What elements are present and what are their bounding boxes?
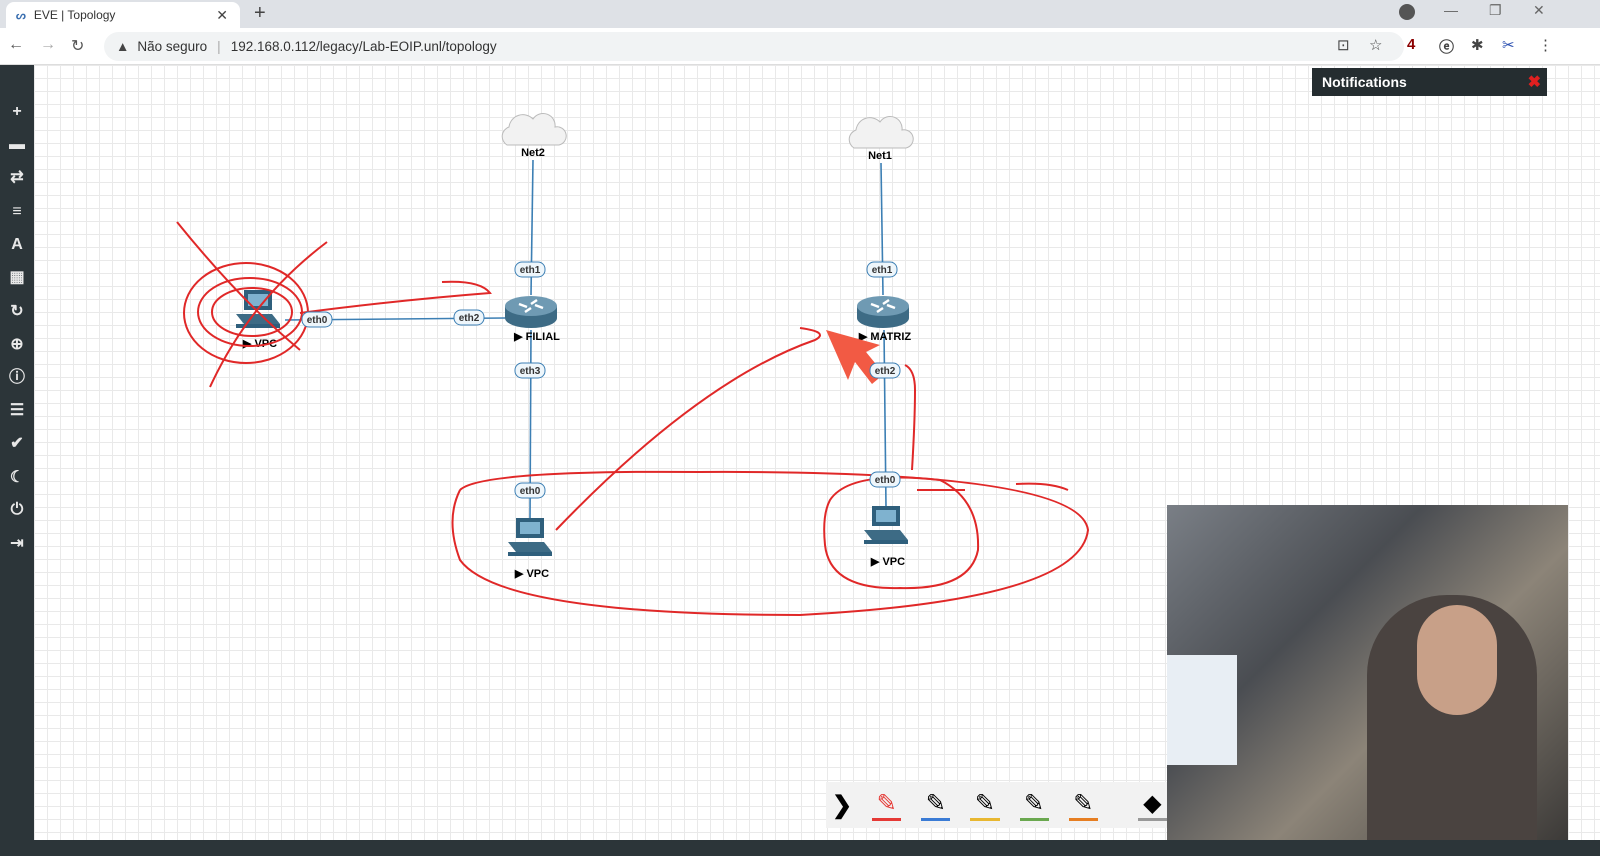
- startup-configs-icon[interactable]: ≡: [12, 203, 22, 220]
- url-input[interactable]: ▲ Não seguro | 192.168.0.112/legacy/Lab-…: [104, 32, 1404, 61]
- add-icon[interactable]: +: [12, 103, 22, 120]
- red-annotations: [176, 221, 1090, 617]
- menu-kebab-icon[interactable]: ⋮: [1538, 37, 1553, 54]
- status-icon[interactable]: ▦: [9, 269, 25, 286]
- node-matriz[interactable]: ▶ MATRIZ: [855, 294, 912, 343]
- node-net1[interactable]: Net1: [848, 115, 914, 162]
- nodes-icon[interactable]: ▬: [9, 136, 25, 153]
- extension-e-icon[interactable]: ⓔ: [1439, 39, 1455, 56]
- browser-tab[interactable]: ᔕ EVE | Topology ✕: [6, 2, 240, 28]
- eve-sidebar: + ▬ ⇄ ≡ A ▦ ↻ ⊕ ⓘ ☰ ✔ ☾ ⏻ ⇥: [0, 65, 34, 856]
- interface-labels: eth1 eth2 eth3 eth0 eth0 eth1 eth2 eth0: [301, 261, 901, 499]
- links: [284, 159, 887, 521]
- reload-icon[interactable]: ↻: [71, 38, 85, 55]
- svg-text:eth3: eth3: [520, 366, 541, 377]
- close-icon[interactable]: ✖: [1527, 74, 1541, 91]
- background-monitor: [1167, 655, 1237, 765]
- minimize-button[interactable]: —: [1444, 2, 1458, 18]
- iface-matriz-eth2: eth2: [869, 362, 901, 379]
- iface-filial-eth1: eth1: [514, 261, 546, 278]
- eve-logo-icon: ᔕ: [16, 9, 26, 22]
- annotation-toolbar: ❯ ✎ ✎ ✎ ✎ ✎ ◆: [826, 782, 1167, 828]
- svg-text:▶ FILIAL: ▶ FILIAL: [513, 331, 560, 343]
- security-label: Não seguro: [137, 39, 208, 54]
- iface-vpc1-eth0: eth0: [301, 311, 333, 328]
- pen-yellow-icon[interactable]: ✎: [970, 789, 1000, 821]
- new-tab-button[interactable]: +: [254, 2, 266, 24]
- address-bar-row: ← → ↻ ▲ Não seguro | 192.168.0.112/legac…: [0, 28, 1600, 65]
- node-vpc3[interactable]: ▶ VPC: [864, 506, 908, 568]
- svg-text:eth0: eth0: [307, 315, 328, 326]
- svg-text:eth0: eth0: [875, 475, 896, 486]
- text-icon[interactable]: A: [11, 236, 23, 253]
- node-label: VPC: [882, 556, 905, 568]
- dark-mode-icon[interactable]: ☾: [9, 469, 25, 486]
- back-icon[interactable]: ←: [8, 36, 24, 53]
- checklist-icon[interactable]: ✔: [10, 435, 24, 452]
- url-text: 192.168.0.112/legacy/Lab-EOIP.unl/topolo…: [230, 39, 497, 54]
- svg-text:eth0: eth0: [520, 486, 541, 497]
- tab-title: EVE | Topology: [33, 8, 116, 22]
- node-vpc1[interactable]: ▶ VPC: [236, 290, 280, 350]
- svg-text:eth1: eth1: [520, 265, 541, 276]
- profile-dropdown-icon[interactable]: [1399, 4, 1415, 20]
- notifications-panel: Notifications ✖: [1312, 68, 1547, 96]
- power-icon[interactable]: ⏻: [10, 501, 24, 518]
- svg-text:▶ MATRIZ: ▶ MATRIZ: [858, 331, 912, 343]
- iface-filial-eth2: eth2: [453, 309, 485, 326]
- close-window-button[interactable]: ✕: [1533, 2, 1545, 18]
- svg-text:eth2: eth2: [875, 366, 896, 377]
- logout-icon[interactable]: ⇥: [10, 535, 24, 552]
- close-tab-icon[interactable]: ✕: [216, 6, 228, 23]
- warning-icon: ▲: [116, 39, 130, 54]
- node-filial[interactable]: ▶ FILIAL: [503, 294, 560, 343]
- svg-text:eth1: eth1: [872, 265, 893, 276]
- zoom-icon[interactable]: ⊕: [10, 336, 24, 353]
- node-label: Net2: [521, 147, 545, 159]
- info-icon[interactable]: ⓘ: [8, 369, 25, 386]
- tab-bar: ᔕ EVE | Topology ✕ + — ❐ ✕: [0, 0, 1600, 28]
- node-net2[interactable]: Net2: [501, 112, 567, 159]
- iface-filial-eth3: eth3: [514, 362, 546, 379]
- iface-vpc3-eth0: eth0: [869, 471, 901, 488]
- node-label: VPC: [526, 568, 549, 580]
- extension-badge[interactable]: 4: [1407, 36, 1416, 53]
- bottom-bar: [0, 840, 1600, 856]
- notifications-title: Notifications: [1322, 74, 1407, 90]
- node-label: MATRIZ: [870, 331, 911, 343]
- pen-green-icon[interactable]: ✎: [1019, 789, 1049, 821]
- highlighter-orange-icon[interactable]: ✎: [1068, 789, 1098, 821]
- eraser-icon[interactable]: ◆: [1137, 789, 1167, 821]
- pen-blue-icon[interactable]: ✎: [921, 789, 951, 821]
- webcam-overlay: [1167, 505, 1568, 840]
- svg-text:eth2: eth2: [459, 313, 480, 324]
- refresh-icon[interactable]: ↻: [10, 303, 24, 320]
- lab-details-icon[interactable]: ☰: [9, 402, 25, 419]
- translate-icon[interactable]: ⊡: [1337, 37, 1350, 54]
- node-label: FILIAL: [526, 331, 560, 343]
- forward-icon[interactable]: →: [40, 36, 56, 53]
- extensions-puzzle-icon[interactable]: ✱: [1471, 37, 1484, 54]
- presenter-face: [1417, 605, 1497, 715]
- networks-icon[interactable]: ⇄: [10, 169, 24, 186]
- svg-text:▶ VPC: ▶ VPC: [870, 556, 905, 568]
- chevron-right-icon[interactable]: ❯: [832, 791, 853, 819]
- profile-avatar-icon[interactable]: ✂: [1502, 37, 1515, 54]
- iface-matriz-eth1: eth1: [866, 261, 898, 278]
- node-label: Net1: [868, 150, 892, 162]
- pen-red-icon[interactable]: ✎: [872, 789, 902, 821]
- svg-text:▶ VPC: ▶ VPC: [514, 568, 549, 580]
- restore-button[interactable]: ❐: [1489, 2, 1502, 18]
- node-vpc2[interactable]: ▶ VPC: [508, 518, 552, 580]
- iface-vpc2-eth0: eth0: [514, 482, 546, 499]
- bookmark-star-icon[interactable]: ☆: [1369, 37, 1383, 54]
